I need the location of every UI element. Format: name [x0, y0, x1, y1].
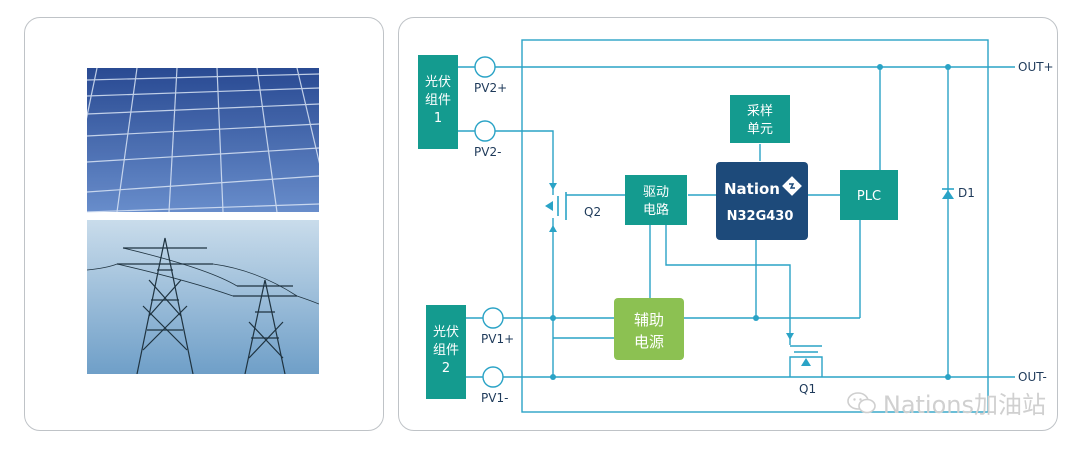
q1-transistor [790, 345, 822, 353]
pv2-plus-label: PV2+ [474, 81, 507, 95]
junction-dot [877, 64, 883, 70]
sampling-unit-label-line1: 采样 [747, 104, 773, 119]
junction-dot [550, 315, 556, 321]
junction-dot [550, 374, 556, 380]
out-minus-label: OUT- [1018, 370, 1047, 384]
mcu-model-label: N32G430 [727, 209, 794, 224]
pv1-plus-terminal [482, 307, 504, 329]
junction-dot [945, 374, 951, 380]
pv2-minus-terminal [474, 120, 496, 142]
pv-module-2 [426, 305, 483, 399]
q1-gate-arrow-icon [786, 333, 794, 340]
sampling-unit-block [730, 95, 790, 143]
d1-diode-icon [942, 190, 954, 199]
mcu-brand-label: Nation [724, 180, 780, 198]
pv-module-1-label-line1: 光伏 [425, 75, 451, 90]
photo-collage [66, 67, 332, 378]
out-plus-label: OUT+ [1018, 60, 1054, 74]
watermark-text: Nations加油站 [882, 391, 1046, 419]
q2-arrow-icon [545, 201, 553, 211]
pv-module-1-label-line3: 1 [434, 111, 442, 126]
junction-dot [945, 64, 951, 70]
pv1-minus-terminal [482, 366, 504, 388]
mcu-block [716, 162, 808, 240]
pv1-minus-label: PV1- [481, 391, 508, 405]
pv2-minus-label: PV2- [474, 145, 501, 159]
sampling-unit-label-line2: 单元 [747, 122, 773, 137]
driver-circuit-block [625, 175, 687, 225]
driver-circuit-label-line2: 电路 [643, 202, 669, 218]
system-frame [521, 39, 989, 413]
plc-label: PLC [857, 189, 881, 204]
pv-module-2-label-line3: 2 [442, 361, 450, 376]
pv-module-1 [418, 55, 475, 149]
driver-circuit-label-line1: 驱动 [643, 185, 669, 200]
wechat-icon [847, 391, 876, 413]
solar-panel-photo [66, 67, 332, 213]
d1-label: D1 [958, 186, 975, 200]
q1-drain-line [806, 356, 823, 377]
q1-gate-line [665, 225, 791, 345]
q1-arrow-icon [801, 358, 811, 366]
pv-module-2-label-line2: 组件 [433, 343, 459, 358]
q2-up-arrow-icon [549, 225, 557, 232]
left-panel [24, 17, 384, 431]
q2-transistor [557, 192, 584, 220]
q2-label: Q2 [584, 205, 601, 219]
aux-power-block [614, 298, 684, 360]
pv-module-1-label-line2: 组件 [425, 93, 451, 108]
aux-power-label-line1: 辅助 [634, 311, 664, 329]
q1-label: Q1 [799, 382, 816, 396]
pv2-plus-terminal [474, 56, 496, 78]
watermark: Nations加油站 [847, 385, 1046, 420]
q2-down-arrow-icon [549, 183, 557, 190]
plc-block [840, 170, 898, 220]
pv2-minus-line [495, 130, 554, 195]
pv-module-2-label-line1: 光伏 [433, 325, 459, 340]
junction-dot [753, 315, 759, 321]
q1-source-line [789, 356, 806, 377]
aux-power-label-line2: 电源 [634, 333, 664, 351]
power-tower-photo [86, 220, 320, 375]
pv1-plus-label: PV1+ [481, 332, 514, 346]
